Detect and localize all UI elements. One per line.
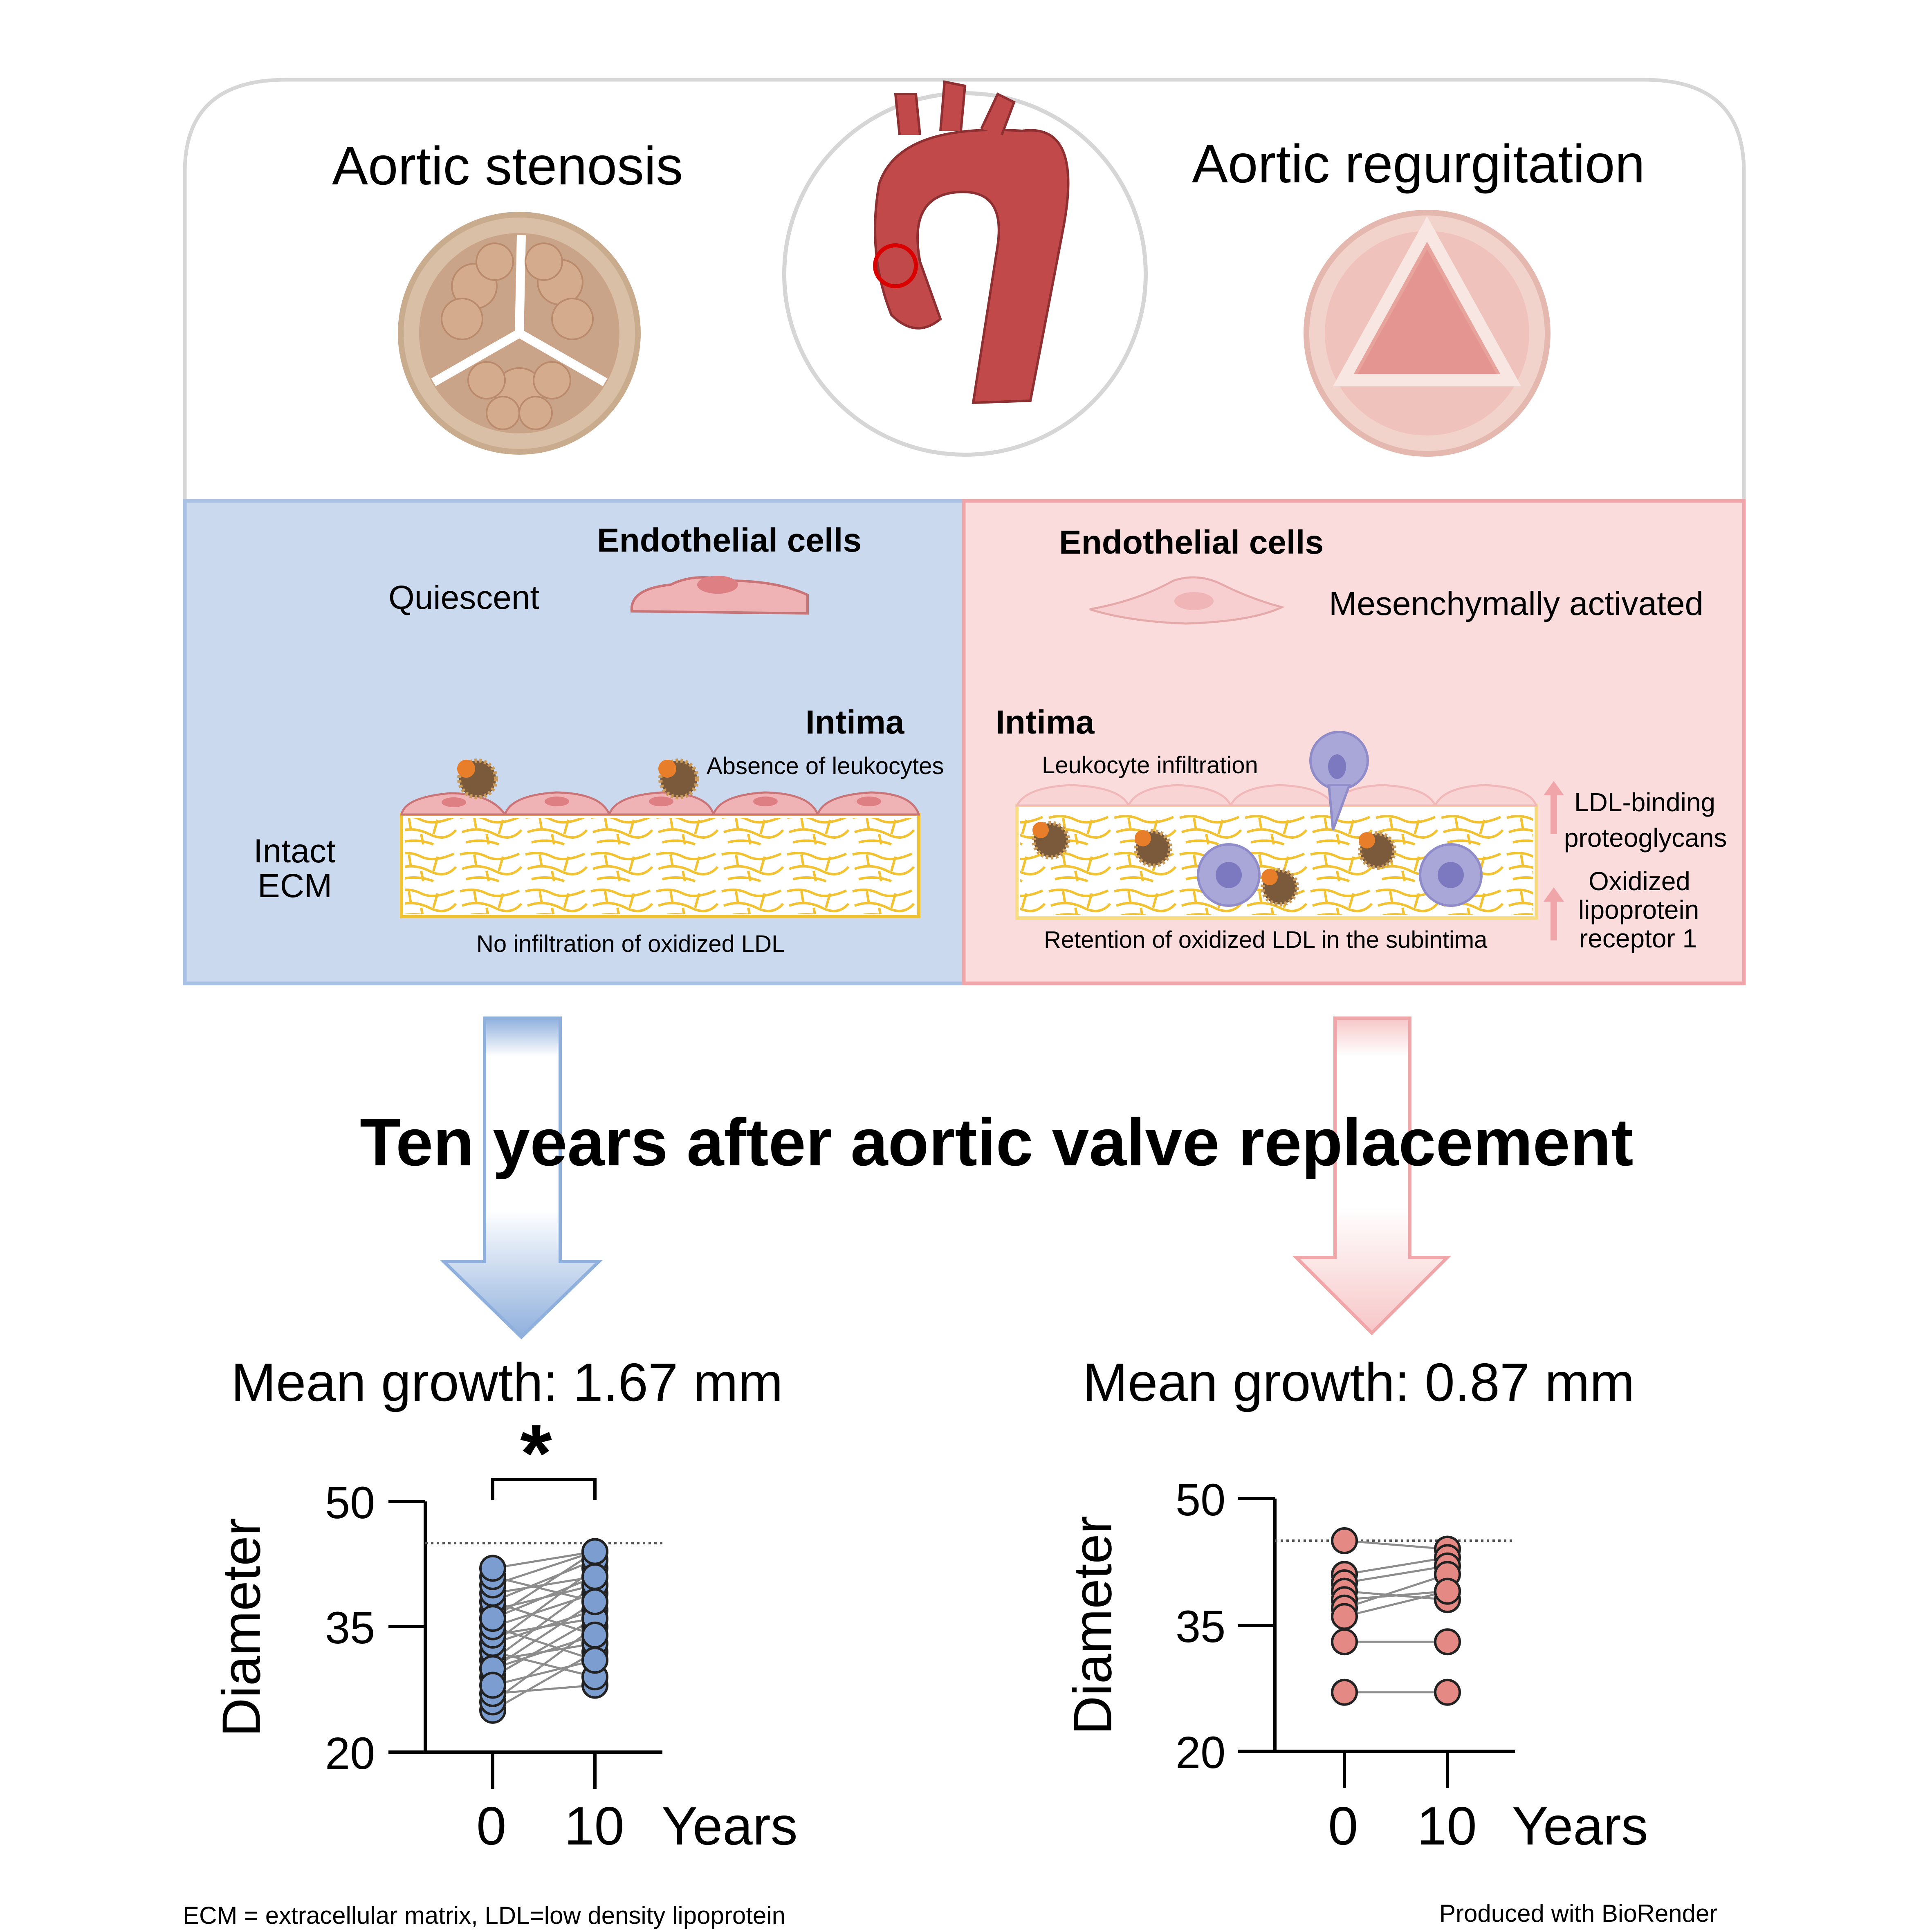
- paired-line: [492, 1575, 595, 1595]
- chart-1-xtick: 0: [476, 1796, 507, 1856]
- chart-1-ytick: 50: [325, 1478, 375, 1528]
- chart-1-ylabel: Diameter: [211, 1518, 272, 1737]
- chart-2-xtick: 0: [1328, 1796, 1358, 1856]
- right-intima-icon: [1015, 731, 1538, 920]
- chart-2-xtick: 10: [1417, 1796, 1477, 1856]
- left-down-arrow-icon: [440, 1016, 603, 1340]
- regurgitation-growth: Mean growth: 0.87 mm: [1083, 1352, 1635, 1412]
- chart-2-axes: [1238, 1497, 1515, 1788]
- chart-1-ytick: 35: [325, 1603, 375, 1653]
- increase-arrow-icon: [1544, 887, 1564, 940]
- footer-abbreviations: ECM = extracellular matrix, LDL=low dens…: [183, 1902, 785, 1929]
- left-intima-icon: [400, 758, 920, 918]
- chart-2-ytick: 35: [1176, 1602, 1226, 1652]
- data-point: [479, 1672, 506, 1699]
- left-endothelial-state: Quiescent: [388, 579, 540, 616]
- paired-line: [492, 1559, 595, 1603]
- chart-1-xtick: 10: [564, 1796, 624, 1856]
- paired-line: [1344, 1556, 1448, 1575]
- paired-line: [492, 1617, 596, 1678]
- banner-title: Ten years after aortic valve replacement: [360, 1105, 1634, 1180]
- data-point: [581, 1588, 608, 1616]
- top-frame: [183, 78, 1746, 501]
- marker2-line3: receptor 1: [1579, 924, 1697, 953]
- data-point: [581, 1563, 608, 1590]
- paired-line: [492, 1592, 595, 1628]
- marker2-line1: Oxidized: [1589, 866, 1690, 896]
- paired-line: [1344, 1590, 1448, 1601]
- paired-line: [1344, 1590, 1448, 1618]
- regurgitant-valve-icon: [1304, 210, 1551, 457]
- paired-line: [492, 1651, 596, 1712]
- footer-credit: Produced with BioRender: [1439, 1900, 1718, 1927]
- stenotic-valve-icon: [398, 212, 641, 455]
- chart-1-marks: [479, 1538, 608, 1724]
- marker2-line2: lipoprotein: [1578, 895, 1699, 924]
- paired-line: [492, 1551, 595, 1586]
- chart-1-axes: [388, 1478, 662, 1789]
- paired-line: [492, 1651, 595, 1678]
- paired-line: [1344, 1573, 1448, 1609]
- data-point: [479, 1605, 506, 1632]
- right-endothelial-state: Mesenchymally activated: [1329, 585, 1704, 622]
- chart-1-ytick: 20: [325, 1728, 375, 1779]
- right-intima-note: Leukocyte infiltration: [1042, 752, 1258, 779]
- right-caption: Retention of oxidized LDL in the subinti…: [1044, 927, 1488, 953]
- chart-2-ylabel: Diameter: [1062, 1516, 1123, 1735]
- data-point: [1331, 1628, 1358, 1656]
- stenosis-growth: Mean growth: 1.67 mm: [231, 1352, 783, 1412]
- data-point: [1434, 1678, 1461, 1706]
- paired-line: [492, 1567, 596, 1645]
- marker1-line1: LDL-binding: [1574, 788, 1716, 817]
- paired-line: [492, 1575, 595, 1620]
- chart-2-ytick: 50: [1176, 1475, 1226, 1525]
- paired-line: [1344, 1539, 1448, 1551]
- ecm-label-line1: Intact: [254, 832, 336, 870]
- chart-2-marks: [1331, 1527, 1461, 1706]
- paired-line: [492, 1626, 595, 1661]
- paired-line: [492, 1659, 595, 1686]
- paired-line: [492, 1600, 595, 1636]
- chart-1-xlabel: Years: [662, 1796, 798, 1856]
- paired-line: [492, 1684, 595, 1695]
- left-caption: No infiltration of oxidized LDL: [476, 931, 785, 957]
- data-point: [1434, 1628, 1461, 1656]
- left-intima-note: Absence of leukocytes: [707, 753, 944, 779]
- right-down-arrow-icon: [1292, 1016, 1452, 1335]
- stenosis-title: Aortic stenosis: [332, 136, 683, 196]
- data-point: [581, 1538, 608, 1565]
- data-point: [1331, 1678, 1358, 1706]
- increase-arrow-icon: [1544, 781, 1564, 834]
- chart-2-xlabel: Years: [1512, 1796, 1648, 1856]
- paired-line: [1344, 1565, 1448, 1584]
- data-point: [1331, 1527, 1358, 1554]
- data-point: [581, 1621, 608, 1649]
- data-point: [1331, 1603, 1358, 1630]
- paired-line: [492, 1634, 595, 1670]
- marker1-line2: proteoglycans: [1564, 823, 1727, 853]
- aorta-icon: [782, 80, 1148, 457]
- right-intima-title: Intima: [996, 704, 1095, 741]
- data-point: [1434, 1577, 1461, 1605]
- data-point: [581, 1647, 608, 1674]
- data-point: [479, 1555, 506, 1582]
- paired-line: [492, 1575, 595, 1603]
- significance-marker: *: [520, 1408, 552, 1499]
- right-endothelial-title: Endothelial cells: [1059, 524, 1324, 561]
- left-endothelial-title: Endothelial cells: [597, 522, 862, 559]
- left-intima-title: Intima: [806, 704, 904, 741]
- ecm-label-line2: ECM: [258, 867, 332, 904]
- paired-line: [492, 1551, 595, 1569]
- chart-2-ytick: 20: [1176, 1728, 1226, 1778]
- regurgitation-title: Aortic regurgitation: [1192, 134, 1645, 194]
